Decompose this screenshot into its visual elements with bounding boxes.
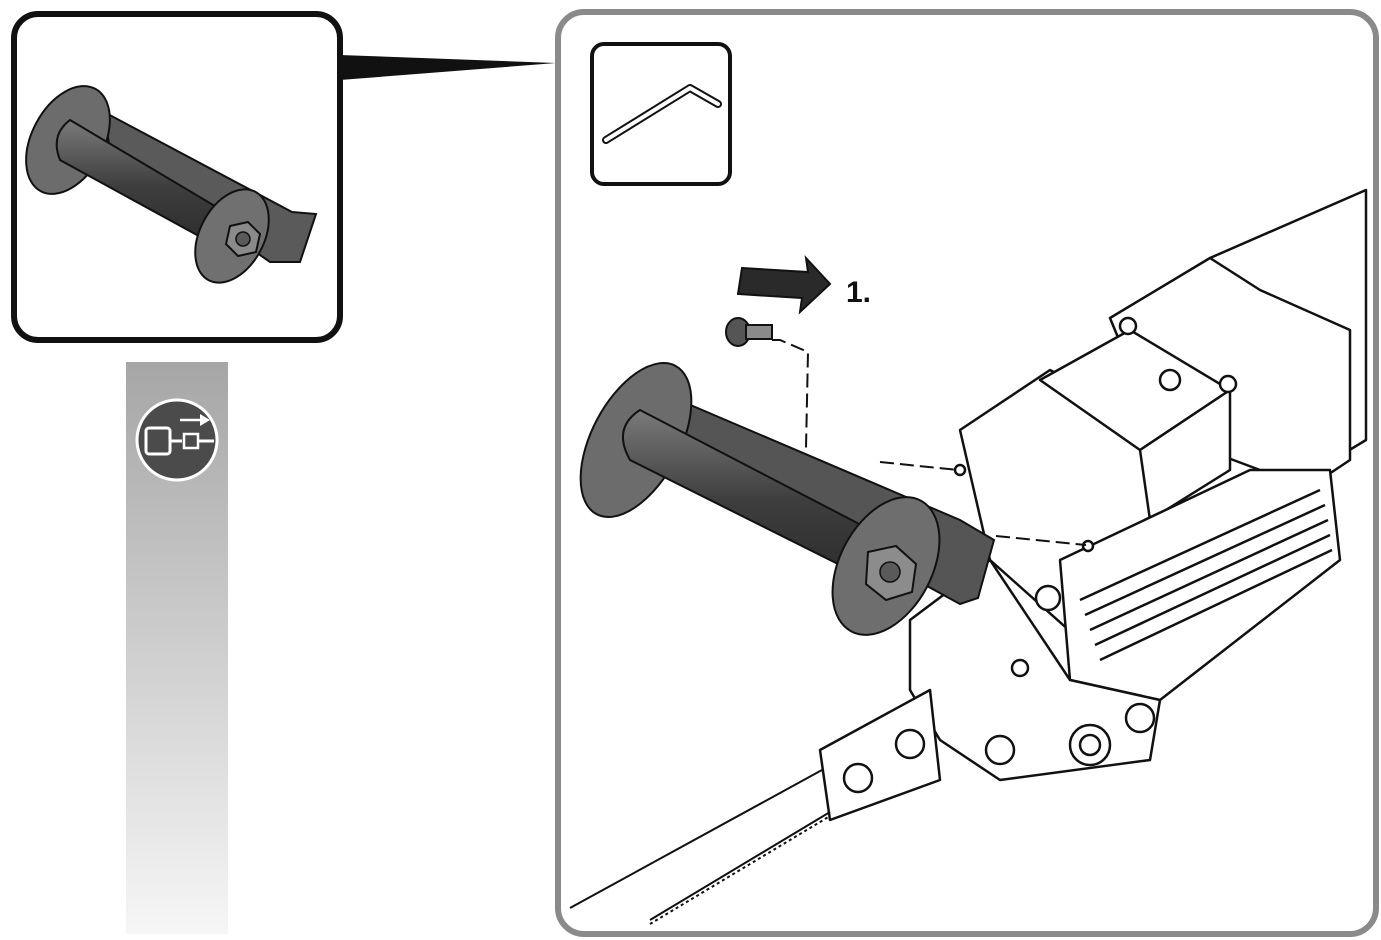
- unplug-icon: [135, 398, 219, 482]
- side-handle: [579, 362, 996, 636]
- step-number-label: 1.: [846, 276, 872, 309]
- callout-pointer: [340, 55, 556, 80]
- main-frame: [555, 9, 1379, 937]
- machine-body: [818, 188, 1368, 822]
- arrow-right-icon: [736, 254, 832, 315]
- saw-blade: [569, 769, 831, 925]
- screw: [725, 317, 810, 449]
- inset-handle: [25, 85, 318, 284]
- alignment-lines: [879, 461, 1087, 546]
- hex-key-icon: [590, 42, 732, 186]
